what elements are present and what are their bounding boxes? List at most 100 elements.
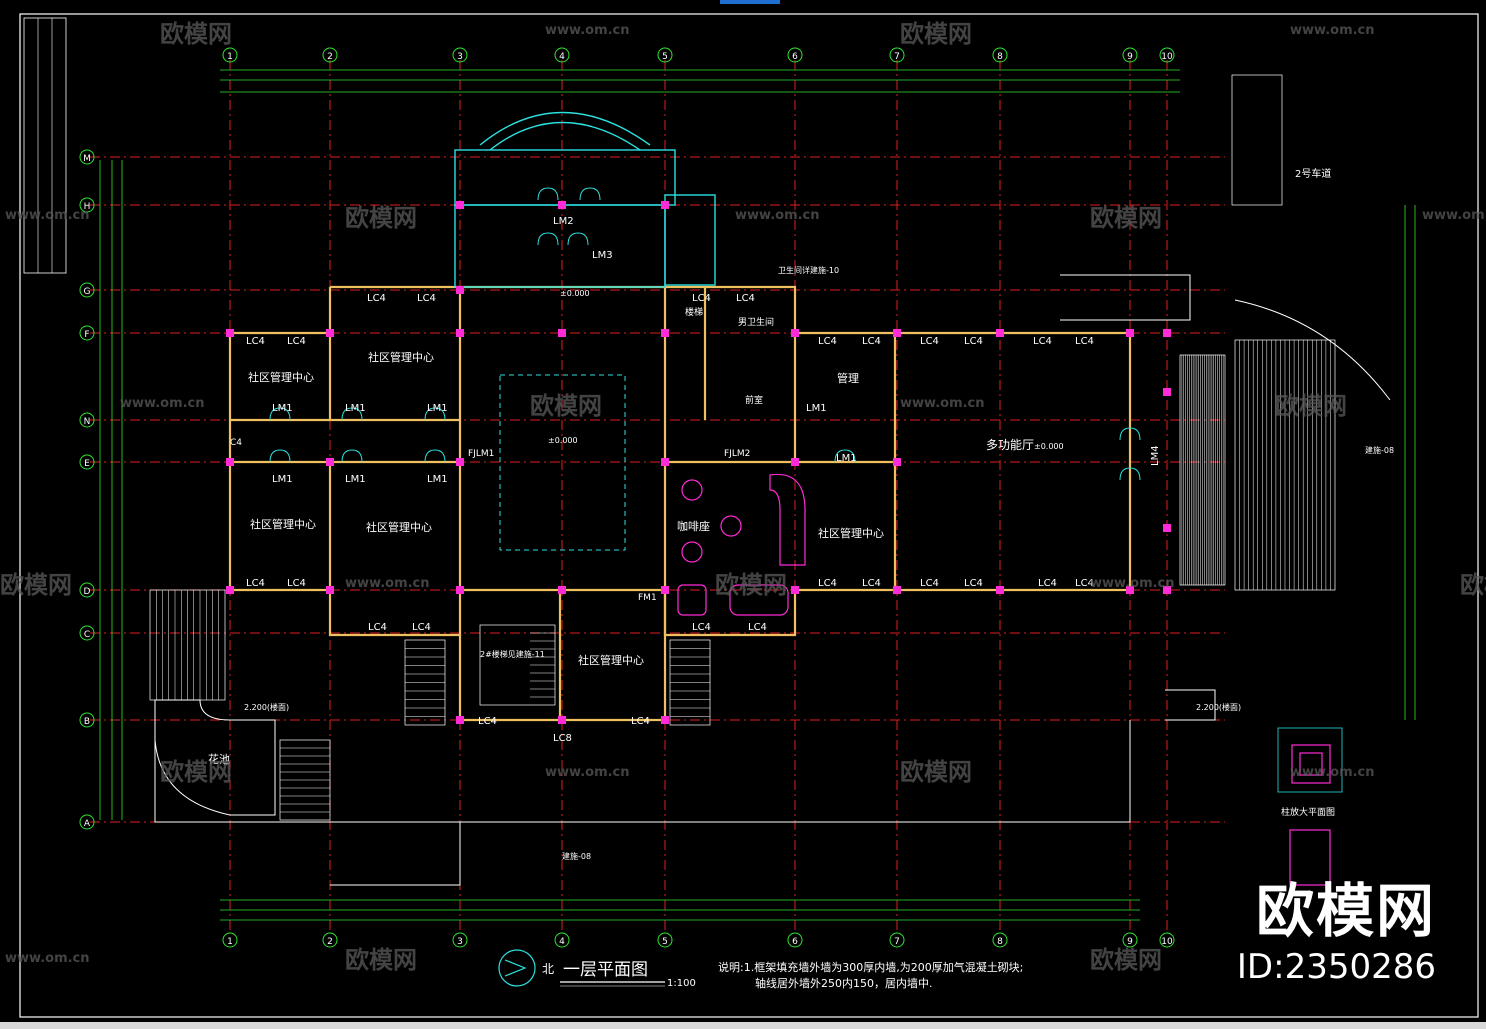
axis-bubble <box>554 47 570 63</box>
door-swing <box>341 449 353 463</box>
watermark-brand: 欧模网 <box>900 758 972 786</box>
watermark-url: www.om.cn <box>1290 765 1375 780</box>
room-label: 男卫生间 <box>738 316 774 328</box>
axis-bubble <box>657 47 673 63</box>
column <box>456 586 464 594</box>
column <box>996 586 1004 594</box>
door-swing <box>577 232 589 246</box>
axis-bubble <box>452 47 468 63</box>
door-swing <box>1119 427 1131 441</box>
door-swing <box>547 187 559 201</box>
axis-bubble <box>79 454 95 470</box>
column <box>326 458 334 466</box>
axis-bubble <box>452 932 468 948</box>
note: 建施-08 <box>562 851 591 861</box>
top-accent-bar <box>720 0 780 4</box>
axis-bubble <box>79 412 95 428</box>
watermark-url: www.om.cn <box>735 208 820 223</box>
axis-bubble <box>1122 47 1138 63</box>
door-swing <box>269 449 281 463</box>
column <box>1126 329 1134 337</box>
door-label: LM2 <box>553 216 574 227</box>
axis-bubble <box>889 932 905 948</box>
door-swing <box>1129 467 1141 481</box>
door-swing <box>434 449 446 463</box>
column <box>893 458 901 466</box>
axis-number: 7 <box>894 937 900 947</box>
axis-bubble <box>1122 932 1138 948</box>
column <box>1126 586 1134 594</box>
column <box>326 329 334 337</box>
column <box>661 201 669 209</box>
room-label: 前室 <box>745 394 763 406</box>
axis-bubble <box>322 932 338 948</box>
window-label: LC8 <box>553 733 572 744</box>
room-label: 多功能厅 <box>986 438 1034 452</box>
atrium-void <box>499 374 626 551</box>
axis-number: 6 <box>792 937 798 947</box>
room-label: 社区管理中心 <box>578 653 644 667</box>
axis-letter: N <box>84 417 91 427</box>
watermark-brand: 欧模网 <box>345 204 417 232</box>
window-label: LC4 <box>368 622 387 633</box>
watermark-brand: 欧模网 <box>1460 571 1486 599</box>
window-label: LC4 <box>964 578 983 589</box>
window-label: LC4 <box>1038 578 1057 589</box>
watermark-brand: 欧模网 <box>0 571 72 599</box>
window-label: LC4 <box>818 336 837 347</box>
window-label: LC4 <box>478 716 497 727</box>
axis-bubble <box>79 325 95 341</box>
window-label: LC4 <box>287 336 306 347</box>
north-arrow-icon <box>498 949 536 987</box>
axis-number: 9 <box>1127 937 1133 947</box>
watermark-brand: 欧模网 <box>1275 392 1347 420</box>
axis-number: 3 <box>457 937 463 947</box>
column <box>791 586 799 594</box>
axis-bubble <box>787 47 803 63</box>
window-label: LC4 <box>920 336 939 347</box>
axis-number: 10 <box>1161 52 1173 62</box>
column <box>226 329 234 337</box>
watermark-url: www.om.cn <box>5 951 90 966</box>
walls <box>228 285 1132 722</box>
column <box>996 329 1004 337</box>
room-labels: 社区管理中心 社区管理中心 社区管理中心 社区管理中心 社区管理中心 社区管理中… <box>208 167 1335 818</box>
column <box>558 329 566 337</box>
column <box>226 586 234 594</box>
axis-bubble <box>79 197 95 213</box>
watermarks: 欧模网 www.om.cn 欧模网 www.om.cn www.om.cn 欧模… <box>0 20 1486 974</box>
elevation-mark: ±0.000 <box>548 436 578 445</box>
axis-bubble <box>889 47 905 63</box>
door-label: LM1 <box>836 453 857 464</box>
axis-bubble <box>1159 47 1175 63</box>
door-label: LM1 <box>806 403 827 414</box>
door-swing <box>579 187 591 201</box>
title-strip <box>23 17 67 274</box>
status-bar <box>0 1022 1486 1029</box>
axis-bubble <box>554 932 570 948</box>
axis-bubble <box>657 932 673 948</box>
column <box>661 586 669 594</box>
axis-bubble <box>79 625 95 641</box>
axis-letter: M <box>83 154 91 164</box>
column <box>558 586 566 594</box>
window-label: LC4 <box>287 578 306 589</box>
room-label: 社区管理中心 <box>248 370 314 384</box>
room-label: 社区管理中心 <box>368 350 434 364</box>
room-label: 社区管理中心 <box>366 520 432 534</box>
axis-letter: E <box>84 459 90 469</box>
watermark-brand: 欧模网 <box>715 571 787 599</box>
door-swing <box>351 407 363 421</box>
door-label: LM1 <box>272 403 293 414</box>
stair-treads <box>156 340 1331 813</box>
window-door-labels: LC4 LC4 LC4 LC4 LC4 LC4 LC4 LC4 LC4 LC4 … <box>230 216 1394 861</box>
watermark-id: ID:2350286 <box>1236 947 1436 987</box>
door-label: LM1 <box>272 474 293 485</box>
column <box>893 329 901 337</box>
door-swing <box>834 449 846 463</box>
window-label: LC4 <box>412 622 431 633</box>
watermark-url: www.om.cn <box>1090 576 1175 591</box>
door-swing <box>269 407 281 421</box>
door-swing <box>341 407 353 421</box>
door-label: LM1 <box>427 403 448 414</box>
